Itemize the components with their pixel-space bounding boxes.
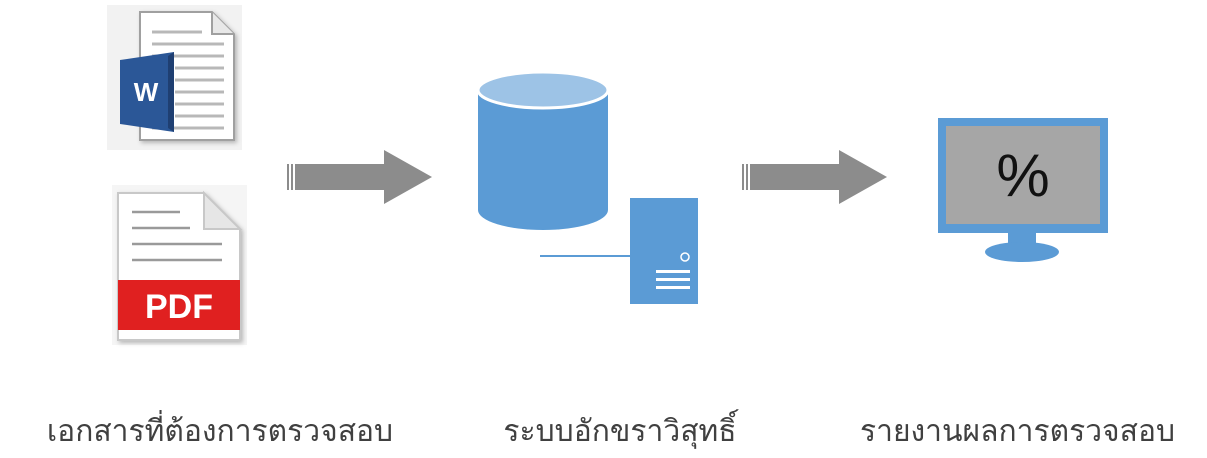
pdf-document-icon: PDF [112,185,247,345]
database-icon [476,70,610,230]
monitor-percent-text: % [996,142,1049,209]
flow-arrow-1 [287,150,432,204]
system-stage-caption: ระบบอักขราวิสุทธิ์ [503,414,737,449]
server-tower-icon [630,198,698,304]
pdf-badge-text: PDF [145,288,213,326]
word-document-icon: W [107,5,242,150]
input-stage-caption: เอกสารที่ต้องการตรวจสอบ [46,414,394,449]
output-stage-caption: รายงานผลการตรวจสอบ [859,414,1175,449]
word-badge-text: W [134,77,159,107]
flow-arrow-2 [742,150,887,204]
monitor-icon: % [938,118,1108,262]
